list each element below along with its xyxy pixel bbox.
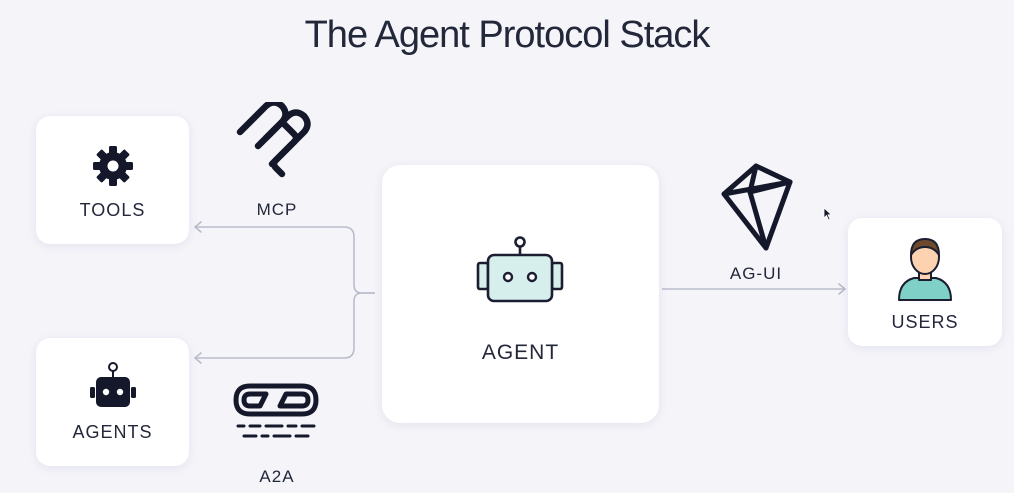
mouse-cursor-icon: [823, 207, 833, 221]
a2a-connector: [196, 292, 375, 359]
a2a-arrowhead: [193, 352, 202, 364]
agent-card[interactable]: AGENT: [382, 165, 659, 423]
mcp-logo-icon: [236, 102, 311, 178]
ag-ui-arrowhead: [838, 283, 847, 295]
ag-ui-logo-icon: [721, 163, 793, 251]
a2a-label: A2A: [259, 467, 295, 486]
a2a-logo-icon: [233, 383, 319, 438]
page-title: The Agent Protocol Stack: [304, 14, 711, 56]
agent-label: AGENT: [481, 341, 560, 364]
users-card[interactable]: USERS: [848, 218, 1002, 346]
robot-head-icon: [476, 236, 564, 303]
mcp-label: MCP: [256, 200, 298, 219]
mcp-connector: [196, 226, 375, 294]
ag-ui-label: AG-UI: [729, 264, 783, 283]
agents-card[interactable]: AGENTS: [36, 338, 189, 466]
tools-label: TOOLS: [79, 200, 146, 220]
users-label: USERS: [891, 312, 959, 332]
gear-icon: [93, 146, 133, 186]
user-avatar-icon: [898, 238, 952, 301]
tools-card[interactable]: TOOLS: [36, 116, 189, 244]
agents-label: AGENTS: [72, 422, 153, 442]
robot-icon: [90, 362, 136, 407]
mcp-arrowhead: [193, 221, 202, 233]
